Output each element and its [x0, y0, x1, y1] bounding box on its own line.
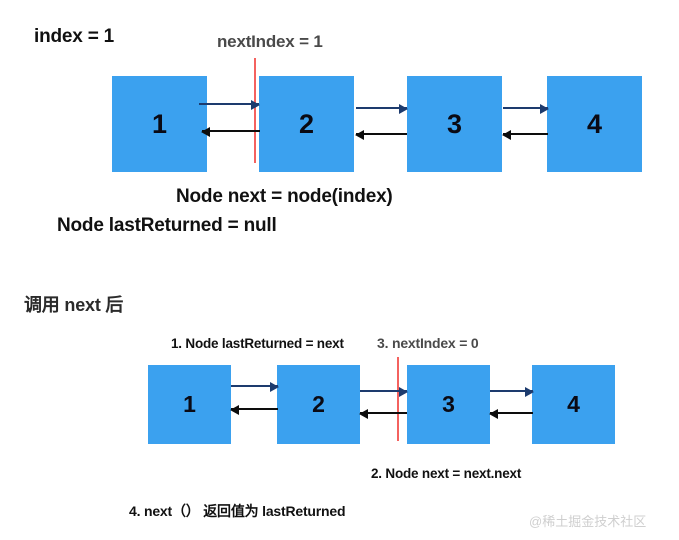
next-index-marker-line-after	[397, 357, 399, 441]
arrow-shaft	[490, 390, 533, 392]
arrow-forward-3-4-before	[503, 103, 549, 114]
arrow-head-icon	[251, 99, 260, 110]
arrow-head-icon	[540, 103, 549, 114]
arrow-head-icon	[399, 386, 408, 397]
arrow-shaft	[231, 408, 278, 410]
arrow-head-icon	[502, 129, 511, 140]
arrow-shaft	[231, 385, 278, 387]
node-box-1-after: 1	[148, 365, 231, 444]
node-box-2-before: 2	[259, 76, 354, 172]
arrow-forward-3-4-after	[490, 386, 534, 397]
arrow-head-icon	[399, 103, 408, 114]
arrow-shaft	[360, 390, 407, 392]
arrow-head-icon	[525, 386, 534, 397]
arrow-backward-4-3-before	[502, 129, 548, 140]
next-index-label: nextIndex = 1	[217, 32, 323, 51]
node-box-4-before: 4	[547, 76, 642, 172]
watermark: @稀土掘金技术社区	[529, 514, 647, 529]
node-box-3-after: 3	[407, 365, 490, 444]
arrow-backward-2-1-before	[201, 126, 260, 137]
arrow-backward-3-2-after	[359, 408, 407, 419]
caption-last-returned-before: Node lastReturned = null	[57, 215, 277, 236]
arrow-backward-3-2-before	[355, 129, 407, 140]
node-box-3-before: 3	[407, 76, 502, 172]
node-box-1-before: 1	[112, 76, 207, 172]
arrow-shaft	[503, 133, 548, 135]
arrow-forward-2-3-before	[356, 103, 408, 114]
arrow-shaft	[356, 107, 407, 109]
arrow-shaft	[490, 412, 533, 414]
step-4-label: 4. next（） 返回值为 lastReturned	[129, 503, 346, 519]
arrow-head-icon	[489, 408, 498, 419]
arrow-head-icon	[230, 404, 239, 415]
arrow-backward-2-1-after	[230, 404, 278, 415]
arrow-forward-1-2-before	[199, 99, 260, 110]
arrow-shaft	[202, 130, 260, 132]
arrow-head-icon	[355, 129, 364, 140]
caption-node-next-before: Node next = node(index)	[176, 186, 393, 207]
step-3-label: 3. nextIndex = 0	[377, 335, 479, 351]
arrow-head-icon	[201, 126, 210, 137]
arrow-forward-1-2-after	[231, 381, 279, 392]
index-label: index = 1	[34, 26, 115, 47]
step-2-label: 2. Node next = next.next	[371, 466, 522, 481]
node-box-2-after: 2	[277, 365, 360, 444]
arrow-shaft	[503, 107, 548, 109]
step-1-label: 1. Node lastReturned = next	[171, 336, 344, 351]
section-heading: 调用 next 后	[24, 295, 124, 315]
arrow-shaft	[360, 412, 407, 414]
arrow-shaft	[356, 133, 407, 135]
arrow-head-icon	[359, 408, 368, 419]
next-index-marker-line-before	[254, 58, 256, 163]
arrow-forward-2-3-after	[360, 386, 408, 397]
arrow-head-icon	[270, 381, 279, 392]
arrow-shaft	[199, 103, 259, 105]
arrow-backward-4-3-after	[489, 408, 533, 419]
node-box-4-after: 4	[532, 365, 615, 444]
